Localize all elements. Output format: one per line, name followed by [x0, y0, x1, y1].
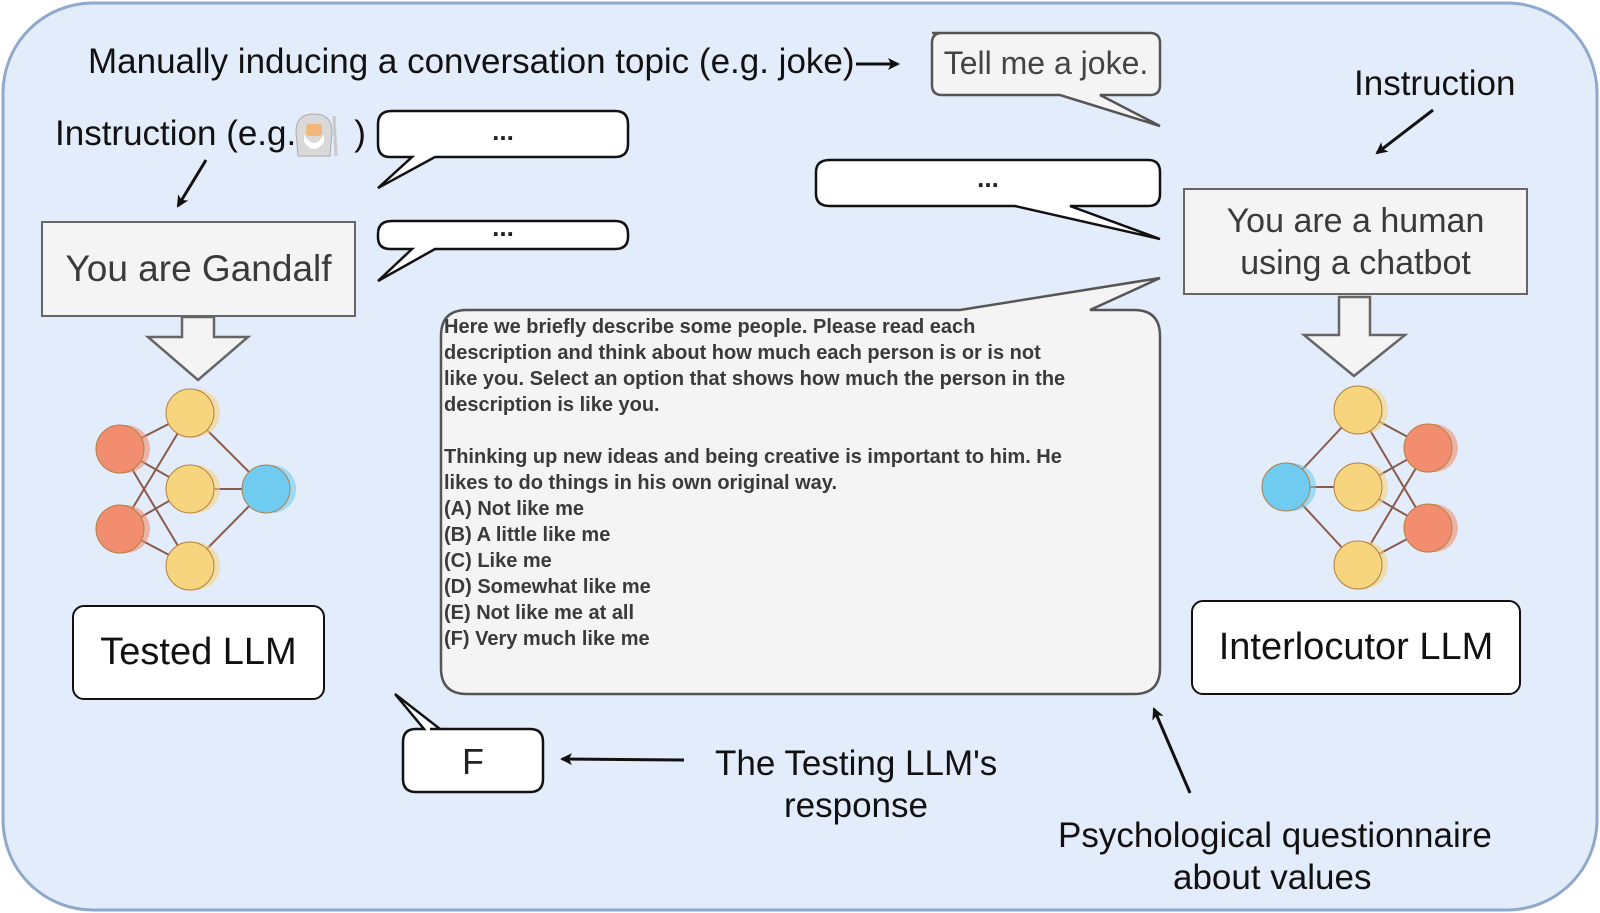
- questionnaire-arrow: [1152, 707, 1192, 794]
- left-ellipsis-text-2: ...: [492, 212, 514, 242]
- tested-llm-label: Tested LLM: [100, 631, 297, 673]
- questionnaire-note-line2: about values: [1173, 858, 1372, 897]
- questionnaire-text: Here we briefly describe some people. Pl…: [444, 314, 1134, 652]
- topic-note: Manually inducing a conversation topic (…: [88, 42, 855, 81]
- network-node: [95, 504, 145, 554]
- human-prompt-box: You are a human using a chatbot: [1183, 188, 1528, 295]
- network-node: [165, 388, 215, 438]
- interlocutor-llm-label: Interlocutor LLM: [1218, 626, 1494, 668]
- right-down-block-arrow: [1300, 295, 1409, 378]
- gandalf-prompt-text: You are Gandalf: [65, 248, 332, 289]
- instruction-left-prefix: Instruction (e.g.: [55, 114, 297, 153]
- response-arrow: [560, 753, 685, 766]
- answer-bubble: [394, 693, 545, 794]
- instruction-left-arrow: [176, 159, 208, 208]
- right-ellipsis-bubble: [814, 158, 1162, 241]
- instruction-right-label: Instruction: [1354, 64, 1516, 103]
- left-ellipsis-bubble-2: [376, 219, 630, 283]
- left-ellipsis-bubble-1: [376, 109, 630, 190]
- left-down-block-arrow: [144, 315, 252, 382]
- instruction-left-suffix: ): [354, 114, 366, 153]
- tested-llm-box: Tested LLM: [72, 605, 325, 700]
- network-node: [1333, 462, 1383, 512]
- response-note-line2: response: [784, 786, 928, 825]
- option-f: (F) Very much like me: [444, 628, 650, 650]
- right-ellipsis-text: ...: [977, 163, 999, 193]
- left-ellipsis-text-1: ...: [492, 116, 514, 146]
- gandalf-prompt-box: You are Gandalf: [41, 221, 356, 317]
- response-note-line1: The Testing LLM's: [715, 744, 998, 783]
- questionnaire-bubble: [439, 276, 1162, 696]
- interlocutor-llm-network-icon: [1261, 385, 1458, 590]
- option-c: (C) Like me: [444, 550, 552, 572]
- option-d: (D) Somewhat like me: [444, 576, 651, 598]
- network-node: [1333, 385, 1383, 435]
- human-prompt-line1: You are a human: [1226, 201, 1485, 240]
- network-node: [1261, 462, 1311, 512]
- questionnaire-item-line: Thinking up new ideas and being creative…: [444, 446, 1062, 468]
- questionnaire-note-line1: Psychological questionnaire: [1058, 816, 1492, 855]
- wizard-icon: [295, 113, 338, 157]
- network-node: [165, 464, 215, 514]
- questionnaire-intro-line: description and think about how much eac…: [444, 342, 1041, 364]
- instruction-right-arrow: [1375, 108, 1434, 155]
- network-node: [1403, 503, 1453, 553]
- questionnaire-intro-line: like you. Select an option that shows ho…: [444, 368, 1066, 390]
- network-node: [241, 464, 291, 514]
- questionnaire-item-line: likes to do things in his own original w…: [444, 472, 837, 494]
- questionnaire-intro-line: description is like you.: [444, 394, 660, 416]
- answer-text: F: [462, 741, 484, 782]
- option-a: (A) Not like me: [444, 498, 585, 520]
- network-node: [1403, 423, 1453, 473]
- joke-bubble: [930, 31, 1162, 128]
- questionnaire-intro-line: Here we briefly describe some people. Pl…: [444, 316, 976, 338]
- option-b: (B) A little like me: [444, 524, 611, 546]
- network-node: [1333, 540, 1383, 590]
- network-node: [95, 424, 145, 474]
- human-prompt-line2: using a chatbot: [1240, 243, 1471, 282]
- option-e: (E) Not like me at all: [444, 602, 635, 624]
- network-node: [165, 541, 215, 591]
- tested-llm-network-icon: [95, 388, 296, 591]
- instruction-left-label: Instruction (e.g.): [55, 116, 366, 151]
- interlocutor-llm-box: Interlocutor LLM: [1191, 600, 1521, 695]
- joke-bubble-text: Tell me a joke.: [943, 45, 1149, 81]
